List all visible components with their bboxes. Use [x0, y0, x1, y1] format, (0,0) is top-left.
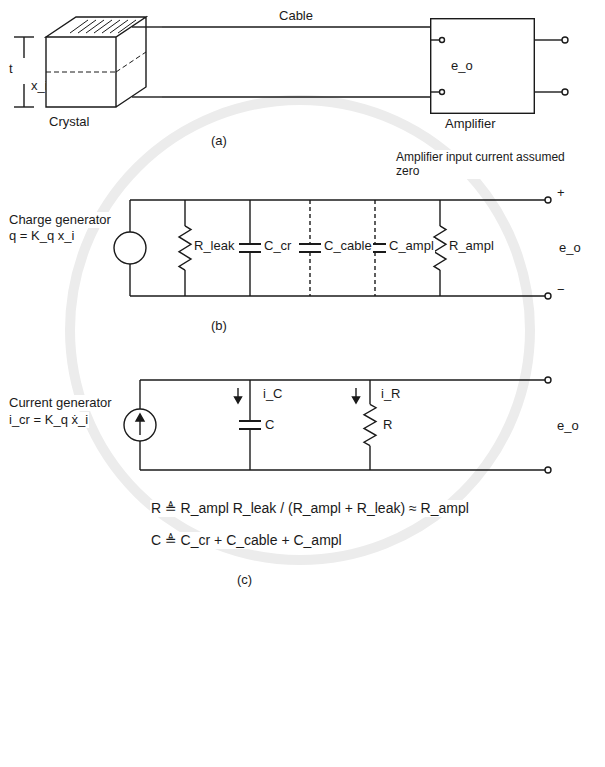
component-label: R_ampl	[448, 238, 495, 254]
crystal-outline	[46, 17, 146, 107]
wire	[439, 270, 440, 296]
figure-tag: (c)	[236, 572, 253, 588]
wire	[535, 91, 562, 92]
wire	[130, 199, 545, 200]
component-label: C	[264, 417, 275, 433]
source-symbol	[114, 232, 146, 264]
electrode-hatch	[102, 20, 120, 33]
wire	[249, 429, 250, 470]
wire	[140, 379, 545, 380]
figure-tag: (a)	[210, 133, 228, 149]
edge-label: Cable	[277, 8, 315, 23]
component-label: R	[382, 417, 393, 433]
amplifier-outline	[430, 18, 535, 114]
electrode-hatch	[86, 20, 104, 33]
electrode-hatch	[78, 20, 96, 33]
node-title: Crystal	[48, 114, 90, 129]
terminal	[562, 89, 568, 95]
terminal	[545, 197, 551, 203]
component-label: C_ampl	[388, 238, 435, 254]
wire	[249, 252, 250, 296]
resistor-symbol	[434, 226, 446, 270]
wire	[139, 441, 140, 470]
current-arrow	[136, 414, 144, 421]
wire	[130, 295, 545, 296]
electrode-hatch	[70, 20, 88, 33]
wire	[309, 252, 310, 296]
component-label: e_o	[558, 240, 582, 256]
wire	[129, 264, 130, 296]
source-symbol	[124, 409, 156, 441]
terminal	[545, 377, 551, 383]
lead-wire	[430, 39, 440, 40]
component-label: C ≜ C_cr + C_cable + C_ampl	[150, 532, 343, 549]
component-label: R_leak	[193, 238, 235, 254]
midplane	[46, 72, 116, 73]
electrode-hatch	[110, 20, 128, 33]
dimension-line	[23, 37, 24, 58]
component-label: e_o	[556, 418, 580, 434]
resistor-symbol	[364, 404, 376, 445]
wire	[374, 252, 375, 296]
component-label: C_cr	[263, 238, 292, 254]
component-label: q = K_q x_i	[8, 228, 75, 244]
component-label: R ≜ R_ampl R_leak / (R_ampl + R_leak) ≈ …	[150, 500, 470, 517]
wire	[535, 39, 562, 40]
component-label: i_C	[262, 386, 284, 402]
lead-wire	[132, 96, 162, 97]
capacitor-symbol	[299, 243, 321, 245]
terminal	[545, 293, 551, 299]
crystal-outline	[40, 12, 162, 112]
midplane	[116, 52, 146, 72]
cable-wire	[162, 96, 430, 97]
component-label: i_R	[380, 386, 402, 402]
amplifier-box: Amplifiere_o	[430, 18, 535, 114]
wire	[184, 200, 185, 226]
terminal	[440, 38, 445, 43]
wire	[140, 469, 545, 470]
wire	[184, 270, 185, 296]
dimension-line	[23, 84, 24, 107]
terminal	[545, 467, 551, 473]
wire	[374, 200, 375, 244]
amplifier-outline	[431, 19, 535, 114]
resistor-symbol	[179, 226, 191, 270]
wire	[369, 380, 370, 404]
terminal	[562, 37, 568, 43]
component-label: −	[556, 282, 566, 298]
component-label: i_cr = K_q ẋ_i	[8, 412, 89, 428]
current-arrow	[353, 397, 360, 403]
current-arrow	[235, 397, 242, 403]
capacitor-symbol	[239, 420, 261, 422]
cable-wire	[162, 26, 430, 27]
note: Amplifier input current assumed zero	[395, 150, 587, 179]
capacitor-symbol	[239, 243, 261, 245]
node-title: Amplifier	[444, 116, 497, 131]
component-label: t	[8, 61, 14, 77]
crystal-block: Crystal	[40, 12, 162, 112]
component-label: Current generator	[8, 395, 113, 411]
lead-wire	[132, 26, 162, 27]
signal-name: e_o	[450, 58, 474, 73]
wire	[129, 200, 130, 232]
wire	[139, 380, 140, 409]
wire	[249, 380, 250, 421]
lead-wire	[430, 91, 440, 92]
wire	[309, 200, 310, 244]
component-label: +	[556, 185, 566, 201]
wire	[249, 200, 250, 244]
component-label: C_cable	[323, 238, 373, 254]
wire	[369, 446, 370, 470]
terminal	[440, 90, 445, 95]
wire	[439, 200, 440, 226]
component-label: Charge generator	[8, 212, 112, 228]
electrode-hatch	[94, 20, 112, 33]
figure-tag: (b)	[210, 318, 228, 334]
